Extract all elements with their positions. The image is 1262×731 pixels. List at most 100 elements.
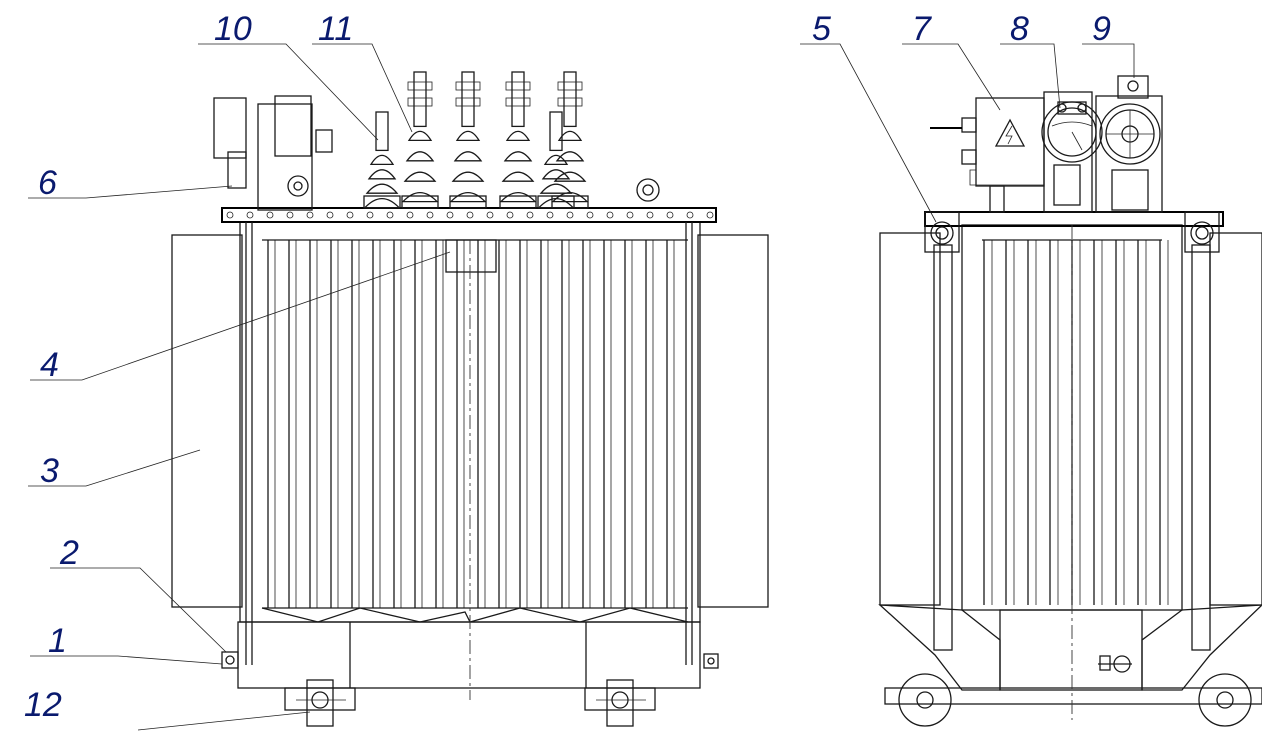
cover-bolt <box>366 211 374 219</box>
warning-triangle <box>994 118 1026 147</box>
bushing-shed <box>557 130 583 142</box>
bushing-shed <box>405 151 435 162</box>
cover-bolt <box>386 211 394 219</box>
bushing-stem <box>563 71 577 128</box>
lifting-lug-right <box>1184 211 1220 253</box>
bushing-clamp <box>407 81 433 91</box>
bushing-shed <box>451 171 485 182</box>
cover-bolt <box>626 211 634 219</box>
bushing-clamp <box>505 97 531 107</box>
bushing <box>449 71 487 209</box>
cover-bolt <box>686 211 694 219</box>
wheel-right <box>584 679 656 727</box>
cover-bolt <box>506 211 514 219</box>
bushing-shed <box>503 151 533 162</box>
callout-9: 9 <box>1092 10 1111 48</box>
callout-12: 12 <box>24 686 62 724</box>
cover-bolt <box>286 211 294 219</box>
callout-10: 10 <box>214 10 252 48</box>
bushing <box>551 71 589 209</box>
bushing-shed <box>363 197 401 209</box>
terminal-box <box>930 97 1045 213</box>
base-frame <box>237 621 701 689</box>
front-view <box>171 71 769 727</box>
side-fins <box>983 240 1169 605</box>
bushing-flange <box>401 195 439 209</box>
cover-bolt <box>306 211 314 219</box>
cover-bolt <box>426 211 434 219</box>
bushing-shed <box>501 171 535 182</box>
side-radiator-right <box>1209 232 1262 606</box>
bushing-shed <box>367 169 397 180</box>
bushing <box>499 71 537 209</box>
bushing-shed <box>553 171 587 182</box>
cover-bolt <box>606 211 614 219</box>
bushing-stem <box>375 111 389 152</box>
bushing-shed <box>537 197 575 209</box>
cover-bolt <box>466 211 474 219</box>
cover-bolt <box>226 211 234 219</box>
bushing-clamp <box>407 97 433 107</box>
bushing-flange <box>449 195 487 209</box>
bushing-flange <box>363 195 401 209</box>
side-base-rail <box>884 687 1262 705</box>
hv-bushings <box>363 71 589 209</box>
bushing-shed <box>505 130 531 142</box>
bushing-shed <box>369 154 395 166</box>
bushing-shed <box>539 183 573 194</box>
bushing-shed <box>453 151 483 162</box>
bushing-shed <box>365 183 399 194</box>
cooling-fins <box>267 240 675 608</box>
cover-bolt <box>526 211 534 219</box>
cover-bolt <box>406 211 414 219</box>
bushing-stem <box>511 71 525 128</box>
callout-1: 1 <box>48 622 67 660</box>
callout-7: 7 <box>912 10 932 48</box>
lifting-lug-front <box>636 178 660 202</box>
cover-bolt <box>646 211 654 219</box>
bushing-shed <box>401 191 439 203</box>
side-wheel-left <box>898 673 952 727</box>
bushing-flange <box>551 195 589 209</box>
cover-bolt <box>586 211 594 219</box>
callout-8: 8 <box>1010 10 1029 48</box>
bushing-shed <box>455 130 481 142</box>
bushing-clamp <box>455 81 481 91</box>
cover-bolt <box>706 211 714 219</box>
cover-bolt <box>246 211 254 219</box>
bushing-shed <box>541 169 571 180</box>
bushing-shed <box>543 154 569 166</box>
cover-bolt <box>326 211 334 219</box>
bushing-shed <box>551 191 589 203</box>
bushing <box>363 111 401 209</box>
cover-bolt <box>546 211 554 219</box>
callout-2: 2 <box>59 534 79 572</box>
cover-bolt <box>486 211 494 219</box>
cover-bolt <box>346 211 354 219</box>
switch-box <box>213 95 333 211</box>
bushing-clamp <box>455 97 481 107</box>
pressure-gauge <box>1095 75 1163 213</box>
bushing-shed <box>499 191 537 203</box>
bottom-zigzag <box>261 607 689 623</box>
side-view <box>878 75 1262 727</box>
oil-level-gauge <box>1041 91 1103 213</box>
cover-bolt <box>446 211 454 219</box>
lightning-bolt-icon <box>1005 125 1013 145</box>
bushing-stem <box>461 71 475 128</box>
callout-11: 11 <box>318 10 353 48</box>
cover-bolts <box>226 211 714 219</box>
bushing-shed <box>555 151 585 162</box>
right-radiator-panel <box>697 234 769 608</box>
callout-3: 3 <box>40 452 59 490</box>
lifting-lug-left <box>924 211 960 253</box>
callout-labels: 1 2 3 4 5 6 7 8 9 10 11 12 <box>24 10 1111 724</box>
cover-bolt <box>266 211 274 219</box>
nameplate <box>445 239 497 273</box>
bushing-clamp <box>557 81 583 91</box>
leader-lines <box>28 43 1135 731</box>
cover-bolt <box>666 211 674 219</box>
callout-6: 6 <box>38 164 57 202</box>
cover-bolt <box>566 211 574 219</box>
